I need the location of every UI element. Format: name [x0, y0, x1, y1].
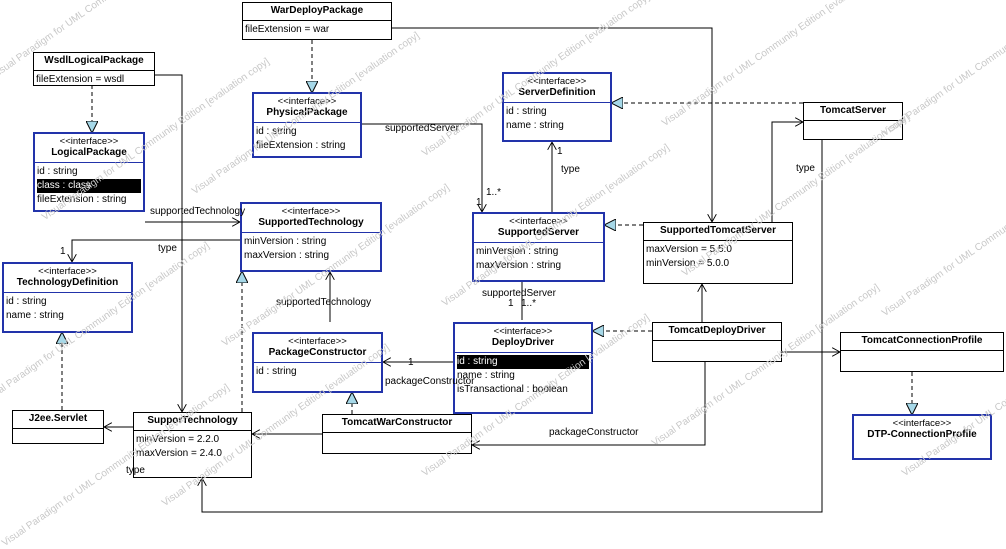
attribute: maxVersion : string — [244, 250, 330, 261]
class-package-constructor[interactable]: <<interface>>PackageConstructor id : str… — [252, 332, 383, 393]
attribute: fileExtension = wsdl — [36, 74, 125, 85]
attribute: minVersion = 2.2.0 — [136, 434, 220, 445]
edge-wsdl-supportech — [155, 74, 182, 412]
attribute: id : string — [37, 166, 78, 177]
diagram-edges — [0, 27, 1006, 513]
class-technology-definition[interactable]: <<interface>>TechnologyDefinition id : s… — [2, 262, 133, 333]
attribute: name : string — [506, 120, 564, 131]
attribute: name : string — [6, 310, 64, 321]
class-war-deploy-package[interactable]: WarDeployPackage fileExtension = war — [242, 2, 392, 40]
class-name: DeployDriver — [491, 337, 555, 348]
class-tomcat-connection-profile[interactable]: TomcatConnectionProfile — [840, 332, 1004, 372]
class-name: DTP-ConnectionProfile — [867, 429, 977, 440]
multiplicity-label: 1..* — [486, 187, 502, 198]
class-tomcat-war-constructor[interactable]: TomcatWarConstructor — [322, 414, 472, 454]
stereotype: <<interface>> — [38, 266, 97, 277]
role-label: type — [561, 164, 580, 175]
class-supported-technology[interactable]: <<interface>>SupportedTechnology minVers… — [240, 202, 382, 272]
attribute: id : string — [6, 296, 47, 307]
edge-physical-suppserver — [362, 123, 482, 212]
class-j2ee-servlet[interactable]: J2ee.Servlet — [12, 410, 104, 444]
edge-supptomcat-tomcatserver — [771, 122, 803, 222]
role-label: supportedServer — [482, 288, 556, 299]
attribute: maxVersion = 2.4.0 — [136, 448, 222, 459]
stereotype: <<interface>> — [277, 96, 337, 107]
class-name: SupportedServer — [497, 227, 580, 238]
class-suppor-technology[interactable]: SupporTechnology minVersion = 2.2.0 maxV… — [133, 412, 252, 478]
multiplicity-label: 1 — [476, 197, 482, 208]
class-name: PackageConstructor — [268, 347, 367, 358]
class-name: WarDeployPackage — [270, 5, 364, 16]
role-label: supportedTechnology — [276, 297, 372, 308]
stereotype: <<interface>> — [527, 76, 587, 87]
edge-tomcatdeploy-tomcatwar — [472, 362, 706, 445]
attribute: id : string — [506, 106, 547, 117]
attribute: isTransactional : boolean — [457, 384, 568, 395]
stereotype: <<interface>> — [493, 326, 553, 337]
class-name: WsdlLogicalPackage — [44, 55, 144, 66]
role-label: type — [126, 465, 145, 476]
class-tomcat-deploy-driver[interactable]: TomcatDeployDriver — [652, 322, 782, 362]
attribute: name : string — [457, 370, 515, 381]
multiplicity-label: 1 — [60, 246, 66, 257]
stereotype: <<interface>> — [509, 216, 568, 227]
class-name: LogicalPackage — [51, 147, 127, 158]
edge-tomcatserver-supportech — [202, 140, 823, 513]
attribute: fileExtension : string — [256, 140, 346, 151]
multiplicity-label: 1 — [508, 298, 514, 309]
role-label: type — [158, 243, 177, 254]
attribute: minVersion : string — [244, 236, 327, 247]
class-name: ServerDefinition — [518, 87, 596, 98]
attribute: maxVersion : string — [476, 260, 562, 271]
role-label: packageConstructor — [385, 376, 475, 387]
stereotype: <<interface>> — [288, 336, 347, 347]
attribute: fileExtension = war — [245, 24, 330, 35]
role-label: supportedServer — [385, 123, 459, 134]
class-server-definition[interactable]: <<interface>>ServerDefinition id : strin… — [502, 72, 612, 142]
class-deploy-driver[interactable]: <<interface>>DeployDriver id : string na… — [453, 322, 593, 414]
attribute: fileExtension : string — [37, 194, 127, 205]
stereotype: <<interface>> — [59, 136, 119, 147]
role-label: packageConstructor — [549, 427, 639, 438]
class-name: TechnologyDefinition — [16, 277, 119, 288]
attribute: maxVersion = 5.5.0 — [646, 244, 732, 255]
class-supported-server[interactable]: <<interface>>SupportedServer minVersion … — [472, 212, 605, 282]
class-name: SupporTechnology — [147, 415, 238, 426]
stereotype: <<interface>> — [281, 206, 341, 217]
role-label: supportedTechnology — [150, 206, 246, 217]
class-name: TomcatConnectionProfile — [861, 335, 983, 346]
class-physical-package[interactable]: <<interface>>PhysicalPackage id : string… — [252, 92, 362, 158]
class-wsdl-logical-package[interactable]: WsdlLogicalPackage fileExtension = wsdl — [33, 52, 155, 86]
class-logical-package[interactable]: <<interface>>LogicalPackage id : string … — [33, 132, 145, 212]
class-name: TomcatDeployDriver — [668, 325, 766, 336]
class-name: SupportedTechnology — [258, 217, 364, 228]
class-tomcat-server[interactable]: TomcatServer — [803, 102, 903, 140]
edge-war-supptomcat — [392, 27, 712, 222]
attribute-selected: class : class — [37, 179, 141, 193]
attribute-selected: id : string — [457, 355, 589, 369]
attribute: minVersion : string — [476, 246, 559, 257]
class-dtp-connection-profile[interactable]: <<interface>>DTP-ConnectionProfile — [852, 414, 992, 460]
class-name: TomcatWarConstructor — [341, 417, 453, 428]
multiplicity-label: 1 — [557, 146, 563, 157]
multiplicity-label: 1 — [408, 357, 414, 368]
class-supported-tomcat-server[interactable]: SupportedTomcatServer maxVersion = 5.5.0… — [643, 222, 793, 284]
stereotype: <<interface>> — [892, 418, 952, 429]
class-name: SupportedTomcatServer — [660, 225, 776, 236]
class-name: J2ee.Servlet — [28, 413, 88, 424]
class-name: TomcatServer — [820, 105, 886, 116]
attribute: id : string — [256, 366, 297, 377]
multiplicity-label: 1..* — [521, 298, 537, 309]
edge-supptech-techdef — [72, 239, 240, 262]
role-label: type — [796, 163, 815, 174]
attribute: id : string — [256, 126, 297, 137]
attribute: minVersion = 5.0.0 — [646, 258, 730, 269]
class-name: PhysicalPackage — [266, 107, 348, 118]
